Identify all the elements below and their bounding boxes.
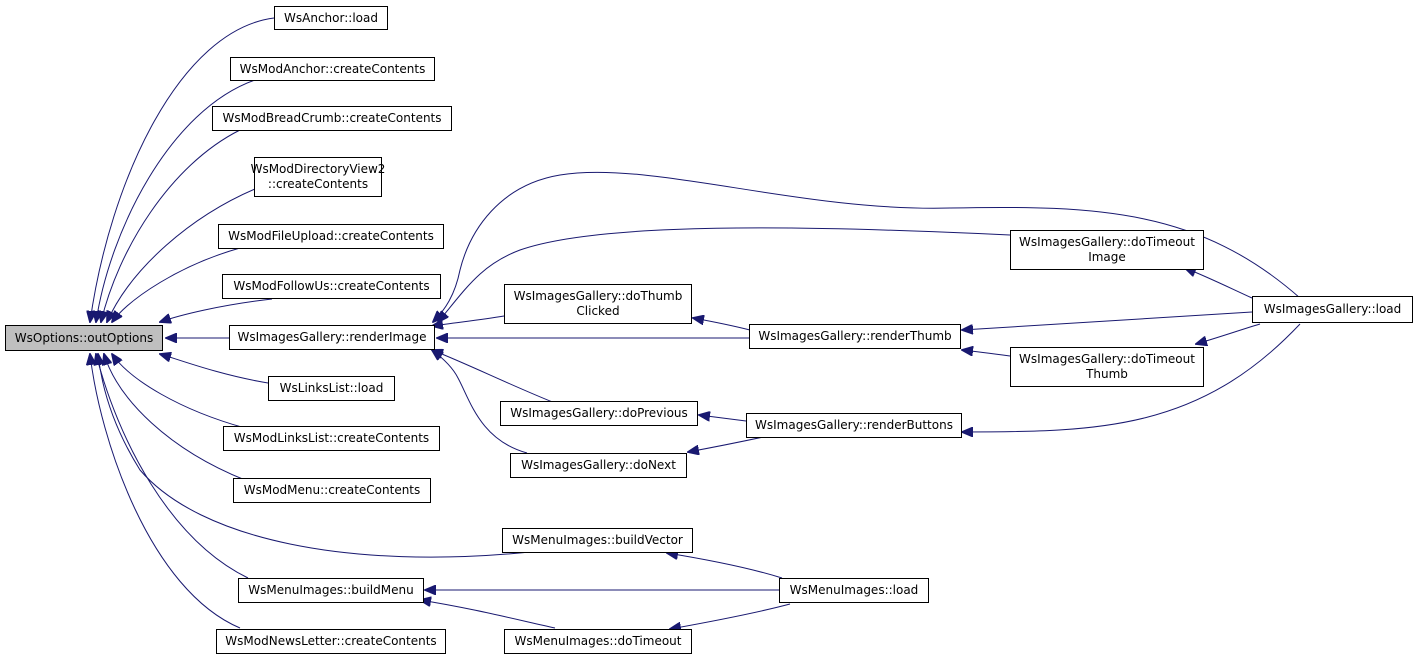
node-linkslist-load[interactable]: WsLinksList::load bbox=[268, 376, 395, 401]
edge-galleryload-to-renderbuttons bbox=[962, 323, 1301, 432]
node-label: WsImagesGallery::renderButtons bbox=[755, 418, 953, 432]
node-label: WsImagesGallery::renderThumb bbox=[758, 329, 952, 343]
node-gallery-donext[interactable]: WsImagesGallery::doNext bbox=[510, 453, 687, 478]
node-label-line1: WsImagesGallery::doTimeout bbox=[1019, 235, 1195, 249]
node-root[interactable]: WsOptions::outOptions bbox=[5, 325, 163, 351]
node-label-line2: ::createContents bbox=[267, 177, 369, 191]
edge-modbreadcrumb-to-outoptions bbox=[101, 129, 241, 322]
node-menuimages-buildmenu[interactable]: WsMenuImages::buildMenu bbox=[238, 578, 424, 603]
edge-galleryload-to-renderthumb bbox=[962, 311, 1253, 330]
node-gallery-load[interactable]: WsImagesGallery::load bbox=[1252, 296, 1413, 323]
node-modnewsletter-createcontents[interactable]: WsModNewsLetter::createContents bbox=[216, 629, 446, 654]
node-modfollowus-createcontents[interactable]: WsModFollowUs::createContents bbox=[222, 274, 441, 299]
edge-buildvector-to-outoptions bbox=[98, 354, 531, 558]
edge-doprevious-to-renderimage bbox=[432, 350, 556, 404]
edge-dotimeoutthumb-to-renderthumb bbox=[962, 350, 1011, 357]
edge-modnewsletter-to-outoptions bbox=[90, 354, 241, 629]
node-label: WsImagesGallery::renderImage bbox=[237, 330, 427, 344]
node-label-line2: Thumb bbox=[1086, 367, 1128, 381]
node-gallery-dothumbclicked[interactable]: WsImagesGallery::doThumb Clicked bbox=[504, 284, 692, 324]
edge-modanchor-to-outoptions bbox=[96, 79, 256, 322]
node-gallery-doprevious[interactable]: WsImagesGallery::doPrevious bbox=[500, 401, 698, 426]
node-label: WsImagesGallery::load bbox=[1263, 302, 1402, 316]
node-label: WsMenuImages::doTimeout bbox=[514, 634, 682, 648]
node-gallery-dotimeoutthumb[interactable]: WsImagesGallery::doTimeout Thumb bbox=[1010, 347, 1204, 387]
edge-menuload-to-dotimeout bbox=[670, 603, 791, 629]
edge-dotimeout-to-buildmenu bbox=[420, 600, 556, 629]
edge-linkslist-to-outoptions bbox=[160, 354, 269, 384]
node-label-line1: WsModDirectoryView2 bbox=[250, 162, 386, 176]
edge-galleryload-to-renderimage bbox=[433, 171, 1301, 322]
node-label: WsModLinksList::createContents bbox=[233, 431, 430, 445]
node-label: WsMenuImages::load bbox=[789, 583, 919, 597]
edge-menuload-to-buildvector bbox=[667, 553, 783, 579]
edge-galleryload-to-dotimeoutthumb bbox=[1196, 323, 1261, 344]
node-label: WsMenuImages::buildVector bbox=[512, 533, 683, 547]
node-label: WsOptions::outOptions bbox=[14, 330, 154, 345]
node-label: WsModFileUpload::createContents bbox=[228, 229, 434, 243]
node-label-line2: Clicked bbox=[576, 304, 620, 318]
node-menuimages-load[interactable]: WsMenuImages::load bbox=[779, 578, 929, 603]
edge-wsanchor-load-to-outoptions bbox=[90, 17, 275, 322]
node-moddirectoryview2-createcontents[interactable]: WsModDirectoryView2 ::createContents bbox=[251, 157, 385, 197]
node-label-line1: WsImagesGallery::doThumb bbox=[513, 289, 683, 303]
edge-dothumbclicked-to-renderimage bbox=[432, 315, 505, 326]
node-wsanchor-load[interactable]: WsAnchor::load bbox=[274, 6, 388, 30]
node-label: WsImagesGallery::doPrevious bbox=[510, 406, 688, 420]
node-modfileupload-createcontents[interactable]: WsModFileUpload::createContents bbox=[218, 224, 444, 249]
edge-modfollowus-to-outoptions bbox=[160, 298, 273, 322]
node-label: WsModBreadCrumb::createContents bbox=[222, 111, 442, 125]
edge-renderthumb-to-dothumbclicked bbox=[693, 318, 751, 331]
node-gallery-renderthumb[interactable]: WsImagesGallery::renderThumb bbox=[749, 324, 961, 349]
node-label: WsModNewsLetter::createContents bbox=[225, 634, 437, 648]
node-modmenu-createcontents[interactable]: WsModMenu::createContents bbox=[233, 478, 431, 503]
node-label: WsLinksList::load bbox=[279, 381, 384, 395]
node-gallery-renderimage[interactable]: WsImagesGallery::renderImage bbox=[229, 325, 435, 350]
node-label: WsModFollowUs::createContents bbox=[233, 279, 430, 293]
node-label: WsModAnchor::createContents bbox=[239, 61, 426, 76]
edge-moddirview2-to-outoptions bbox=[107, 185, 263, 322]
node-label: WsModMenu::createContents bbox=[243, 483, 421, 497]
edge-modfileupload-to-outoptions bbox=[112, 247, 241, 322]
node-label-line2: Image bbox=[1088, 250, 1126, 264]
node-gallery-renderbuttons[interactable]: WsImagesGallery::renderButtons bbox=[746, 413, 962, 438]
edge-renderbuttons-to-donext bbox=[688, 435, 769, 452]
edge-dotimeoutimage-to-renderimage bbox=[438, 227, 1011, 322]
node-label: WsAnchor::load bbox=[284, 10, 378, 25]
node-label: WsImagesGallery::doNext bbox=[521, 458, 676, 472]
node-gallery-dotimeoutimage[interactable]: WsImagesGallery::doTimeout Image bbox=[1010, 230, 1204, 270]
edge-renderbuttons-to-doprevious bbox=[699, 415, 747, 422]
node-menuimages-dotimeout[interactable]: WsMenuImages::doTimeout bbox=[504, 629, 692, 654]
node-menuimages-buildvector[interactable]: WsMenuImages::buildVector bbox=[502, 528, 693, 553]
edge-galleryload-to-dotimeoutimage bbox=[1185, 268, 1253, 299]
edge-modmenu-to-outoptions bbox=[104, 354, 246, 481]
node-label: WsMenuImages::buildMenu bbox=[248, 583, 414, 597]
node-modbreadcrumb-createcontents[interactable]: WsModBreadCrumb::createContents bbox=[212, 106, 452, 131]
node-modanchor-createcontents[interactable]: WsModAnchor::createContents bbox=[230, 57, 435, 81]
edge-modlinkslist-to-outoptions bbox=[112, 354, 246, 429]
node-label-line1: WsImagesGallery::doTimeout bbox=[1019, 352, 1195, 366]
edge-donext-to-renderimage bbox=[432, 350, 528, 454]
edge-buildmenu-to-outoptions bbox=[96, 354, 249, 579]
node-modlinkslist-createcontents[interactable]: WsModLinksList::createContents bbox=[223, 426, 440, 451]
